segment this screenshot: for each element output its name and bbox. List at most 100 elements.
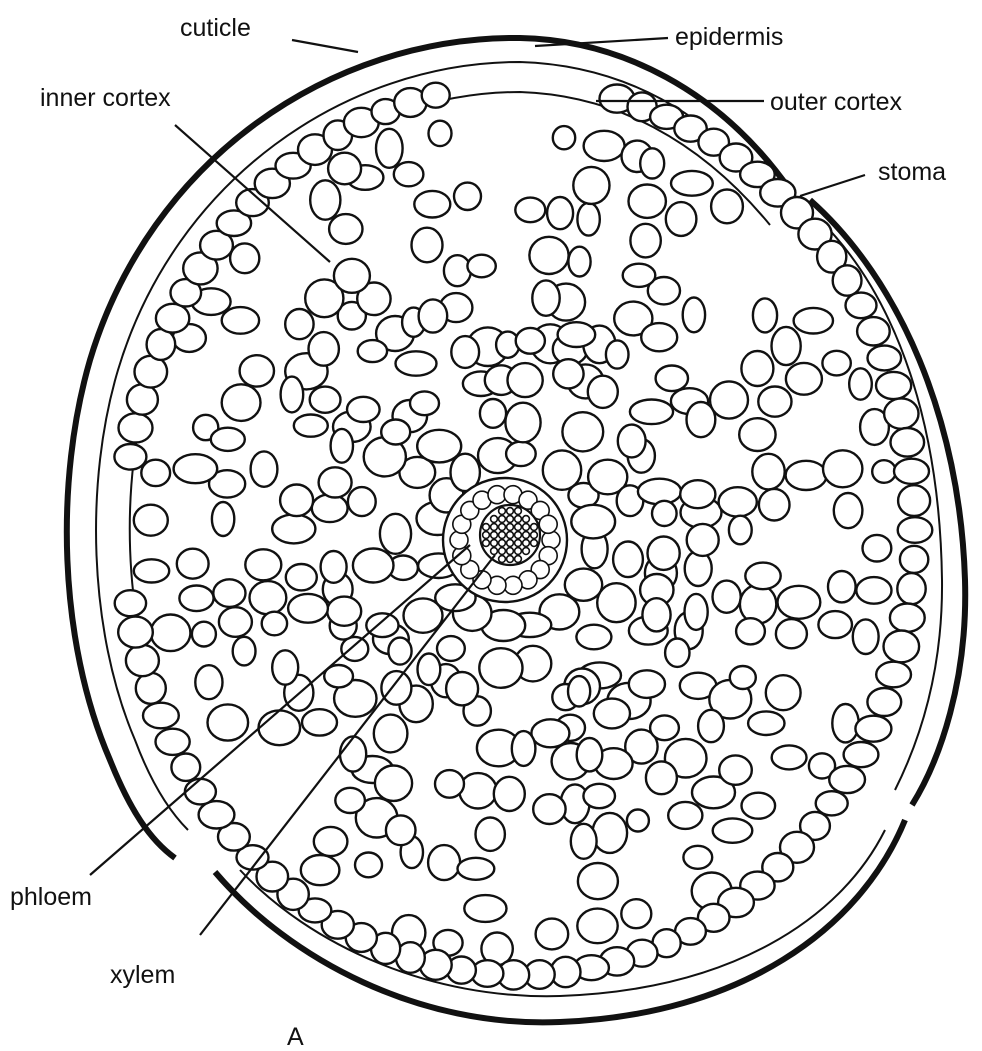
cortex-cell (642, 598, 670, 631)
cortex-cell (650, 715, 679, 740)
outer-cortex-cell (171, 754, 200, 781)
cortex-cell (834, 493, 863, 528)
cortex-cell (245, 549, 281, 580)
xylem-cell (507, 548, 514, 555)
phloem-cell (542, 531, 560, 549)
cortex-cell (753, 298, 777, 332)
cortex-cell (222, 384, 261, 421)
cortex-cell (627, 810, 649, 832)
cortex-cell (374, 715, 408, 753)
cortex-cell (629, 185, 666, 218)
outer-cortex-cell (855, 716, 891, 742)
outer-cortex-cell (156, 304, 189, 333)
cortex-cell (872, 460, 896, 483)
cortex-cell (711, 190, 743, 224)
outer-cortex-cell (127, 384, 158, 414)
cortex-cell (386, 815, 416, 845)
outer-cortex-cell (114, 444, 146, 470)
cortex-cell (758, 387, 791, 417)
cortex-cell (558, 322, 596, 347)
outer-cortex-cell (829, 766, 865, 793)
outer-cortex-cell (833, 265, 862, 295)
cortex-cell (613, 542, 643, 578)
cortex-cell (822, 351, 850, 376)
xylem-cell (515, 548, 522, 555)
phloem-cell (453, 547, 471, 565)
cortex-cell (329, 214, 362, 244)
cortex-cell (529, 237, 568, 274)
cortex-cell (428, 845, 460, 880)
xylem-cell (523, 540, 530, 547)
cortex-cell (719, 755, 752, 784)
cortex-cell (571, 824, 597, 859)
cortex-cell (772, 327, 801, 365)
cortex-cell (212, 502, 234, 536)
cortex-cell (285, 309, 313, 339)
xylem-cell (523, 548, 530, 555)
xylem-cell (523, 516, 530, 523)
cortex-cell (302, 709, 337, 735)
cortex-cell (419, 299, 448, 332)
cortex-cell (630, 224, 660, 258)
label-epidermis: epidermis (675, 23, 783, 51)
cortex-cell (250, 581, 287, 614)
cortex-cell (327, 597, 361, 626)
cortex-cell (786, 461, 827, 490)
cortex-cell (347, 397, 380, 422)
cortex-cell (828, 571, 856, 602)
cortex-cell (177, 549, 209, 579)
cortex-cell (251, 451, 278, 486)
xylem-cell (531, 532, 538, 539)
xylem-cell (531, 524, 538, 531)
xylem-cell (491, 548, 498, 555)
cortex-cell (219, 607, 252, 637)
cortex-cell (340, 736, 366, 771)
cortex-cell (646, 761, 677, 794)
cortex-cell (666, 202, 697, 236)
cortex-cell (388, 638, 411, 665)
cortex-cell (553, 126, 575, 149)
cortex-cell (786, 363, 822, 395)
cortex-cell (597, 583, 635, 622)
cortex-cell (353, 549, 394, 583)
cortex-cell (429, 121, 452, 146)
cortex-cell (778, 586, 821, 619)
xylem-cell (531, 540, 538, 547)
cortex-cell (233, 637, 256, 666)
cortex-cell (134, 559, 169, 582)
cortex-cell (464, 895, 506, 922)
xylem-cell (515, 524, 522, 531)
cortex-cell (454, 183, 481, 210)
cortex-cell (507, 363, 542, 397)
cortex-cell (414, 191, 450, 218)
cortex-cell (562, 412, 603, 451)
xylem-cell (523, 524, 530, 531)
cortex-cell (331, 429, 353, 463)
cortex-cell (358, 340, 387, 362)
cortex-cell (593, 813, 628, 853)
xylem-cell (515, 532, 522, 539)
outer-cortex-cell (890, 604, 925, 632)
outer-cortex-cell (115, 590, 146, 616)
outer-cortex-cell (185, 779, 216, 805)
cortex-cell (683, 298, 705, 333)
cortex-cell (319, 467, 352, 497)
cortex-cell (832, 704, 858, 742)
label-outer-cortex: outer cortex (770, 88, 903, 116)
cortex-cell (381, 420, 410, 445)
cortex-cell (134, 505, 168, 536)
cortex-cell (451, 336, 479, 368)
cortex-cell (435, 770, 464, 798)
xylem-cell (491, 516, 498, 523)
cortex-cell (208, 704, 249, 740)
cortex-cell (141, 460, 170, 486)
xylem-cell (507, 532, 514, 539)
xylem-cell (499, 508, 506, 515)
xylem-cell (499, 516, 506, 523)
cortex-cell (683, 846, 712, 869)
cortex-cell (573, 167, 609, 204)
xylem-cell (507, 556, 514, 563)
cortex-cell (583, 784, 615, 808)
cortex-cell (174, 454, 218, 483)
cortex-cell (280, 485, 313, 517)
